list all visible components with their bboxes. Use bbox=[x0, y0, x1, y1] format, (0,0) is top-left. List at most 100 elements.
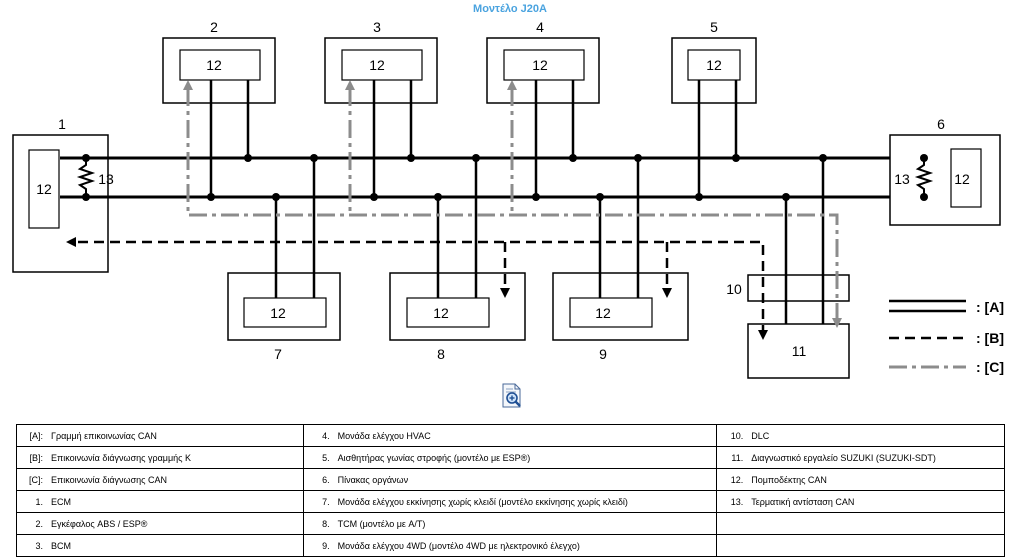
key-description: Εγκέφαλος ABS / ESP® bbox=[51, 518, 148, 529]
node-number-7: 7 bbox=[274, 346, 282, 362]
ecu-label: 12 bbox=[595, 305, 611, 321]
node-1-ecm: 12 1 bbox=[12, 116, 109, 273]
key-description: Γραμμή επικοινωνίας CAN bbox=[51, 430, 157, 441]
can-network-diagram: Μοντέλο J20A 12 1 13 12 6 13 12 2 bbox=[12, 3, 1004, 379]
key-description: Μονάδα ελέγχου 4WD (μοντέλο 4WD με ηλεκτ… bbox=[337, 540, 580, 551]
arrowheads-k-line bbox=[66, 237, 768, 340]
key-code: 11. bbox=[731, 452, 744, 463]
key-description: Πομποδέκτης CAN bbox=[751, 474, 827, 485]
ecu-label: 12 bbox=[706, 57, 722, 73]
node-8-tcm: 12 8 bbox=[389, 272, 526, 362]
key-code: [C]: bbox=[28, 474, 43, 485]
can-bus-lines bbox=[60, 156, 952, 199]
node-number-4: 4 bbox=[536, 19, 544, 35]
key-cell: [B]: Επικοινωνία διάγνωσης γραμμής K bbox=[16, 446, 304, 469]
table-row: 3. BCM 9. Μονάδα ελέγχου 4WD (μοντέλο 4WD μ… bbox=[16, 534, 1005, 557]
key-description: Μονάδα ελέγχου εκκίνησης χωρίς κλειδί (μ… bbox=[337, 496, 628, 507]
ecu-label: 12 bbox=[369, 57, 385, 73]
key-cell: 6. Πίνακας οργάνων bbox=[302, 468, 718, 491]
node-9-4wd-control: 12 9 bbox=[552, 272, 689, 362]
key-code: 8. bbox=[322, 518, 330, 529]
node-4-hvac: 12 4 bbox=[486, 19, 600, 104]
key-cell: 5.Αισθητήρας γωνίας στροφής (μοντέλο με … bbox=[302, 446, 718, 469]
zoom-in-icon[interactable] bbox=[500, 383, 524, 409]
key-code: 3. bbox=[35, 540, 43, 551]
node-2-abs-esp: 12 2 bbox=[162, 19, 276, 104]
legend-label-a: : [A] bbox=[976, 299, 1004, 315]
key-description: Τερματική αντίσταση CAN bbox=[751, 496, 855, 507]
terminator-13-left: 13 bbox=[60, 154, 114, 201]
key-cell: [C]: Επικοινωνία διάγνωσης CAN bbox=[16, 468, 304, 491]
key-description: DLC bbox=[751, 430, 770, 441]
node-number-6: 6 bbox=[937, 116, 945, 132]
arrowheads-can-diagnosis bbox=[183, 80, 842, 328]
key-code: [B]: bbox=[29, 452, 43, 463]
key-description: ECM bbox=[51, 496, 71, 507]
key-cell: 1. ECM bbox=[16, 490, 304, 513]
node-number-9: 9 bbox=[599, 346, 607, 362]
node-number-3: 3 bbox=[373, 19, 381, 35]
node-number-5: 5 bbox=[710, 19, 718, 35]
legend-item-a: : [A] bbox=[889, 299, 1004, 315]
key-cell: 8. TCM (μοντέλο με A/T) bbox=[302, 512, 718, 535]
key-code: 9. bbox=[322, 540, 330, 551]
node-3-bcm: 12 3 bbox=[324, 19, 438, 104]
table-row: [C]: Επικοινωνία διάγνωσης CAN 6. Πίνακας ο… bbox=[16, 468, 1005, 491]
table-row: 2. Εγκέφαλος ABS / ESP® 8. TCM (μοντέλο με … bbox=[16, 512, 1005, 535]
ecu-label: 12 bbox=[433, 305, 449, 321]
legend-item-c: : [C] bbox=[889, 359, 1004, 375]
k-line-diagnosis-path bbox=[72, 240, 765, 335]
can-diagnosis-path bbox=[186, 88, 839, 320]
table-row: 1. ECM 7. Μονάδα ελέγχου εκκίνησης χωρίς κλ… bbox=[16, 490, 1005, 513]
key-cell bbox=[716, 512, 1005, 535]
ecu-label: 12 bbox=[270, 305, 286, 321]
legend-item-b: : [B] bbox=[889, 330, 1004, 346]
key-code: 12. bbox=[730, 474, 744, 485]
node-10-dlc: 10 bbox=[726, 274, 850, 302]
key-description: TCM (μοντέλο με A/T) bbox=[337, 518, 426, 529]
key-description: BCM bbox=[51, 540, 71, 551]
terminator-label: 13 bbox=[98, 171, 114, 187]
key-description: Επικοινωνία διάγνωσης γραμμής K bbox=[51, 452, 192, 463]
node-6-instrument-cluster: 12 6 bbox=[889, 116, 1001, 226]
key-code: 1. bbox=[35, 496, 43, 507]
key-cell: 10. DLC bbox=[716, 424, 1005, 447]
node-5-steering-angle-sensor: 12 5 bbox=[671, 19, 757, 104]
key-cell: 12. Πομποδέκτης CAN bbox=[716, 468, 1005, 491]
ecu-label: 12 bbox=[36, 181, 52, 197]
key-cell: 3. BCM bbox=[16, 534, 304, 557]
table-row: [B]: Επικοινωνία διάγνωσης γραμμής K 5.Αισ… bbox=[16, 446, 1005, 469]
legend-label-b: : [B] bbox=[976, 330, 1004, 346]
table-row: [A]: Γραμμή επικοινωνίας CAN 4.Μονάδα ελέγ… bbox=[16, 424, 1005, 447]
key-cell: 4.Μονάδα ελέγχου HVAC bbox=[302, 424, 718, 447]
terminator-13-right: 13 bbox=[894, 154, 934, 201]
node-number-2: 2 bbox=[210, 19, 218, 35]
key-code: [A]: bbox=[29, 430, 43, 441]
key-description: Επικοινωνία διάγνωσης CAN bbox=[51, 474, 167, 485]
ecu-label: 12 bbox=[206, 57, 222, 73]
legend-label-c: : [C] bbox=[976, 359, 1004, 375]
ecu-label: 12 bbox=[532, 57, 548, 73]
diagram-title: Μοντέλο J20A bbox=[473, 3, 547, 15]
node-7-keyless-start: 12 7 bbox=[227, 272, 341, 362]
ecu-label: 12 bbox=[954, 171, 970, 187]
key-cell: 9. Μονάδα ελέγχου 4WD (μοντέλο 4WD με ηλε… bbox=[302, 534, 718, 557]
key-cell: 2. Εγκέφαλος ABS / ESP® bbox=[16, 512, 304, 535]
key-code: 2. bbox=[35, 518, 43, 529]
key-code: 4. bbox=[322, 430, 330, 441]
key-code: 13. bbox=[730, 496, 744, 507]
key-cell: 7. Μονάδα ελέγχου εκκίνησης χωρίς κλειδί … bbox=[302, 490, 718, 513]
key-description: Πίνακας οργάνων bbox=[337, 474, 409, 485]
key-code: 6. bbox=[322, 474, 330, 485]
key-code: 7. bbox=[322, 496, 330, 507]
node-number-8: 8 bbox=[437, 346, 445, 362]
key-cell: 11. Διαγνωστικό εργαλείο SUZUKI (SUZUKI-S… bbox=[716, 446, 1005, 469]
terminator-label: 13 bbox=[894, 171, 910, 187]
key-cell: [A]: Γραμμή επικοινωνίας CAN bbox=[16, 424, 304, 447]
key-code: 10. bbox=[730, 430, 744, 441]
key-description: Αισθητήρας γωνίας στροφής (μοντέλο με ES… bbox=[337, 452, 531, 463]
key-description: Διαγνωστικό εργαλείο SUZUKI (SUZUKI-SDT) bbox=[751, 452, 936, 463]
node-number-10: 10 bbox=[726, 281, 742, 297]
junction-dots bbox=[207, 154, 827, 201]
